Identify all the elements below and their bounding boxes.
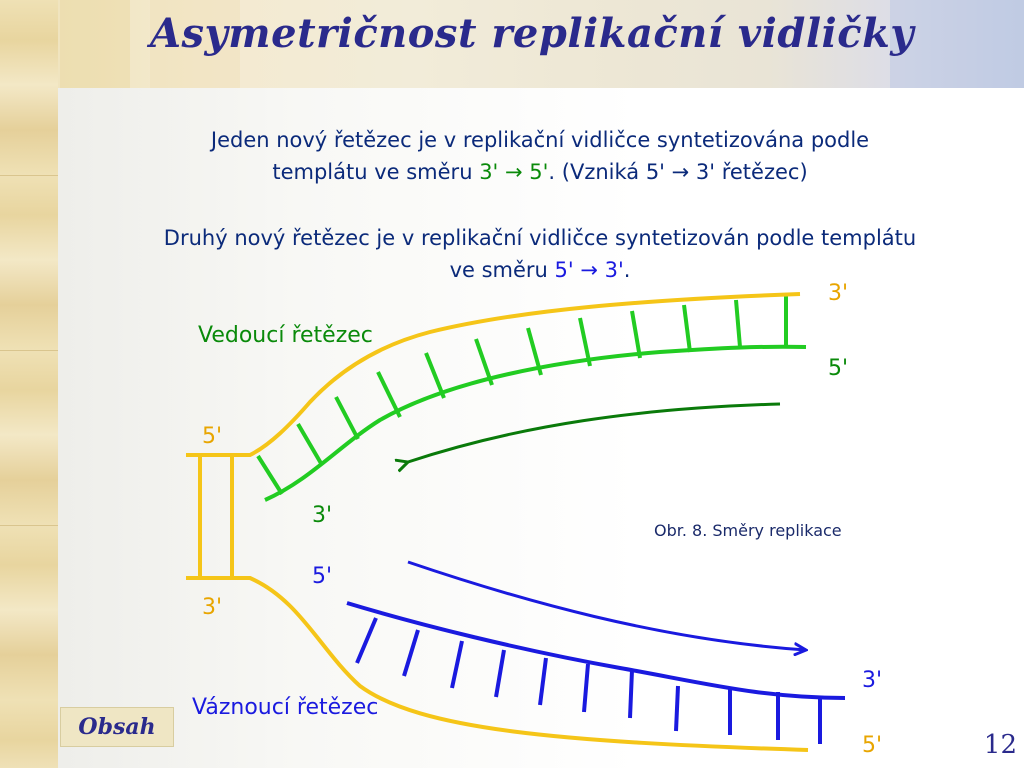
lagging-strand-label: Váznoucí řetězec [192, 695, 378, 720]
paragraph-1-line-1: Jeden nový řetězec je v replikační vidli… [210, 128, 870, 152]
contents-nav-button[interactable]: Obsah [60, 707, 174, 747]
header-background [0, 0, 1024, 88]
lagging-strand [346, 601, 846, 700]
text-span: . [623, 258, 631, 282]
left-decor-strip [0, 0, 58, 768]
text-span: . (Vzniká 5' → 3' řetězec) [548, 160, 808, 184]
paragraph-2-line-2: ve směru 5' → 3'. [60, 254, 1020, 286]
text-span: templátu ve směru [272, 160, 480, 184]
paragraph-1-line-2: templátu ve směru 3' → 5'. (Vzniká 5' → … [60, 156, 1020, 188]
paragraph-1: Jeden nový řetězec je v replikační vidli… [60, 124, 1020, 188]
decor-tile [890, 0, 1024, 88]
end-label-left-bottom-3: 3' [202, 595, 222, 620]
direction-5-3: 5' → 3' [554, 258, 624, 282]
leading-strand-label: Vedoucí řetězec [198, 323, 373, 348]
end-label-left-top-5: 5' [202, 424, 222, 449]
end-label-mid-3: 3' [312, 503, 332, 528]
decor-tile [150, 0, 240, 88]
end-label-top-right-3: 3' [828, 281, 848, 306]
end-label-bottom-right-3: 3' [862, 668, 882, 693]
end-label-bottom-right-5: 5' [862, 733, 882, 758]
text-span: ve směru [449, 258, 555, 282]
template-strand-top [186, 292, 801, 457]
paragraph-2: Druhý nový řetězec je v replikační vidli… [60, 222, 1020, 286]
lagging-synthesis-arrow [407, 560, 806, 650]
leading-synthesis-arrow [408, 402, 781, 462]
page-number: 12 [983, 730, 1017, 760]
leading-strand [264, 344, 807, 502]
duplex-rungs [198, 455, 234, 578]
end-label-top-right-5: 5' [828, 356, 848, 381]
template-strand-bottom [186, 576, 809, 752]
paragraph-2-line-1: Druhý nový řetězec je v replikační vidli… [163, 226, 917, 250]
direction-3-5: 3' → 5' [479, 160, 549, 184]
slide-title: Asymetričnost replikační vidličky [150, 10, 915, 57]
leading-strand-rungs [256, 294, 788, 496]
figure-caption: Obr. 8. Směry replikace [654, 521, 842, 540]
end-label-mid-5: 5' [312, 564, 332, 589]
decor-tile [60, 0, 130, 88]
lagging-strand-rungs [355, 617, 822, 744]
